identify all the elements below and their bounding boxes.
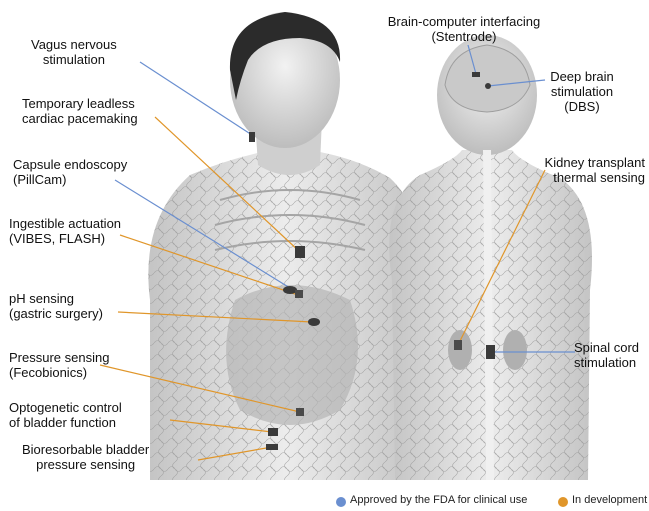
device-spinal [486, 345, 495, 359]
label-ingestible: Ingestible actuation (VIBES, FLASH) [9, 216, 121, 246]
label-bci: Brain-computer interfacing (Stentrode) [379, 14, 549, 44]
device-optogenetic [268, 428, 278, 436]
label-vagus: Vagus nervous stimulation [31, 37, 117, 67]
legend-approved-dot [336, 497, 346, 507]
device-capsule [283, 286, 297, 294]
device-vagus [249, 132, 255, 142]
legend-development-label: In development [572, 494, 647, 506]
device-kidney [454, 340, 462, 350]
label-kidney: Kidney transplant thermal sensing [522, 155, 645, 185]
label-spinal: Spinal cord stimulation [574, 340, 639, 370]
back-spine [487, 150, 490, 480]
device-pressure [296, 408, 304, 416]
front-organs [226, 285, 358, 425]
device-pacemaker [295, 246, 305, 258]
label-ph: pH sensing (gastric surgery) [9, 291, 103, 321]
legend-development-dot [558, 497, 568, 507]
device-bladder [266, 444, 278, 450]
label-capsule: Capsule endoscopy (PillCam) [13, 157, 127, 187]
legend-approved-label: Approved by the FDA for clinical use [350, 494, 527, 506]
label-pacemaking: Temporary leadless cardiac pacemaking [22, 96, 138, 126]
label-bioresorbable: Bioresorbable bladder pressure sensing [22, 442, 149, 472]
device-stentrode [472, 72, 480, 77]
device-dbs [485, 83, 491, 89]
device-ingestible [295, 290, 303, 298]
label-pressure: Pressure sensing (Fecobionics) [9, 350, 109, 380]
label-dbs: Deep brain stimulation (DBS) [541, 69, 623, 114]
device-ph [308, 318, 320, 326]
back-kidney-right [503, 330, 527, 370]
label-optogenetic: Optogenetic control of bladder function [9, 400, 122, 430]
front-figure [148, 12, 422, 480]
legend: Approved by the FDA for clinical use In … [336, 494, 646, 510]
